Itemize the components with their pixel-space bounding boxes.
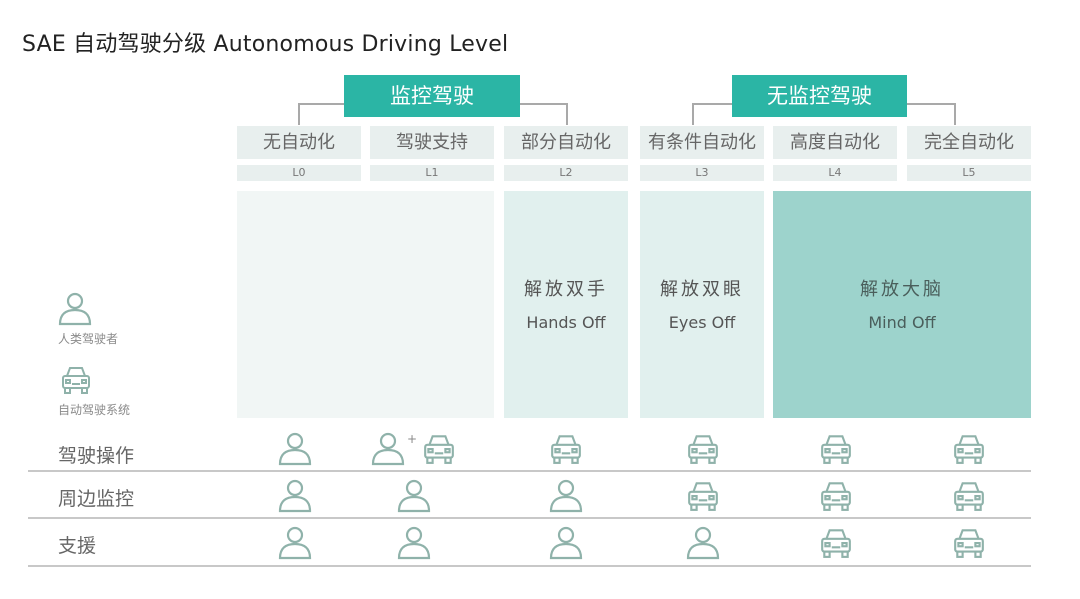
human-icon — [396, 524, 432, 560]
human-icon — [370, 430, 406, 466]
box-l2: 解放双手 Hands Off — [504, 191, 628, 418]
legend-human-icon — [57, 290, 93, 326]
legend-system-icon — [60, 363, 92, 395]
car-icon — [819, 431, 855, 467]
level-code-l2: L2 — [504, 165, 628, 181]
human-icon — [277, 477, 313, 513]
human-icon — [685, 524, 721, 560]
human-icon — [277, 430, 313, 466]
human-icon — [396, 477, 432, 513]
box-l4-l5: 解放大脑 Mind Off — [773, 191, 1031, 418]
legend-system-label: 自动驾驶系统 — [58, 403, 131, 417]
row-divider — [28, 470, 1031, 472]
level-name-l0: 无自动化 — [237, 126, 361, 159]
page-title: SAE 自动驾驶分级 Autonomous Driving Level — [22, 32, 509, 57]
box-l2-cn: 解放双手 — [524, 279, 608, 300]
box-l0-l1 — [237, 191, 494, 418]
row-label-monitoring: 周边监控 — [58, 488, 135, 510]
row-label-fallback: 支援 — [58, 535, 97, 557]
car-icon — [952, 478, 988, 514]
car-icon — [686, 431, 722, 467]
car-icon — [819, 525, 855, 561]
level-code-l1: L1 — [370, 165, 494, 181]
level-code-l4: L4 — [773, 165, 897, 181]
box-l2-en: Hands Off — [526, 313, 606, 332]
level-code-l3: L3 — [640, 165, 764, 181]
plus-sign: + — [407, 432, 418, 446]
box-l3: 解放双眼 Eyes Off — [640, 191, 764, 418]
box-l3-cn: 解放双眼 — [660, 279, 744, 300]
box-l45-cn: 解放大脑 — [860, 279, 944, 300]
box-l45-en: Mind Off — [868, 313, 936, 332]
level-name-l5: 完全自动化 — [907, 126, 1031, 159]
human-icon — [277, 524, 313, 560]
row-divider — [28, 565, 1031, 567]
human-icon — [548, 524, 584, 560]
group-monitored: 监控驾驶 — [344, 75, 520, 117]
box-l3-en: Eyes Off — [668, 313, 736, 332]
level-name-l4: 高度自动化 — [773, 126, 897, 159]
car-icon — [819, 478, 855, 514]
row-label-operation: 驾驶操作 — [58, 445, 135, 467]
car-icon — [422, 431, 458, 467]
row-divider — [28, 517, 1031, 519]
level-name-l2: 部分自动化 — [504, 126, 628, 159]
car-icon — [686, 478, 722, 514]
car-icon — [952, 525, 988, 561]
legend-human-label: 人类驾驶者 — [58, 332, 119, 346]
car-icon — [549, 431, 585, 467]
level-name-l3: 有条件自动化 — [640, 126, 764, 159]
level-code-l5: L5 — [907, 165, 1031, 181]
human-icon — [548, 477, 584, 513]
group-unmonitored: 无监控驾驶 — [732, 75, 907, 117]
level-code-l0: L0 — [237, 165, 361, 181]
car-icon — [952, 431, 988, 467]
level-name-l1: 驾驶支持 — [370, 126, 494, 159]
